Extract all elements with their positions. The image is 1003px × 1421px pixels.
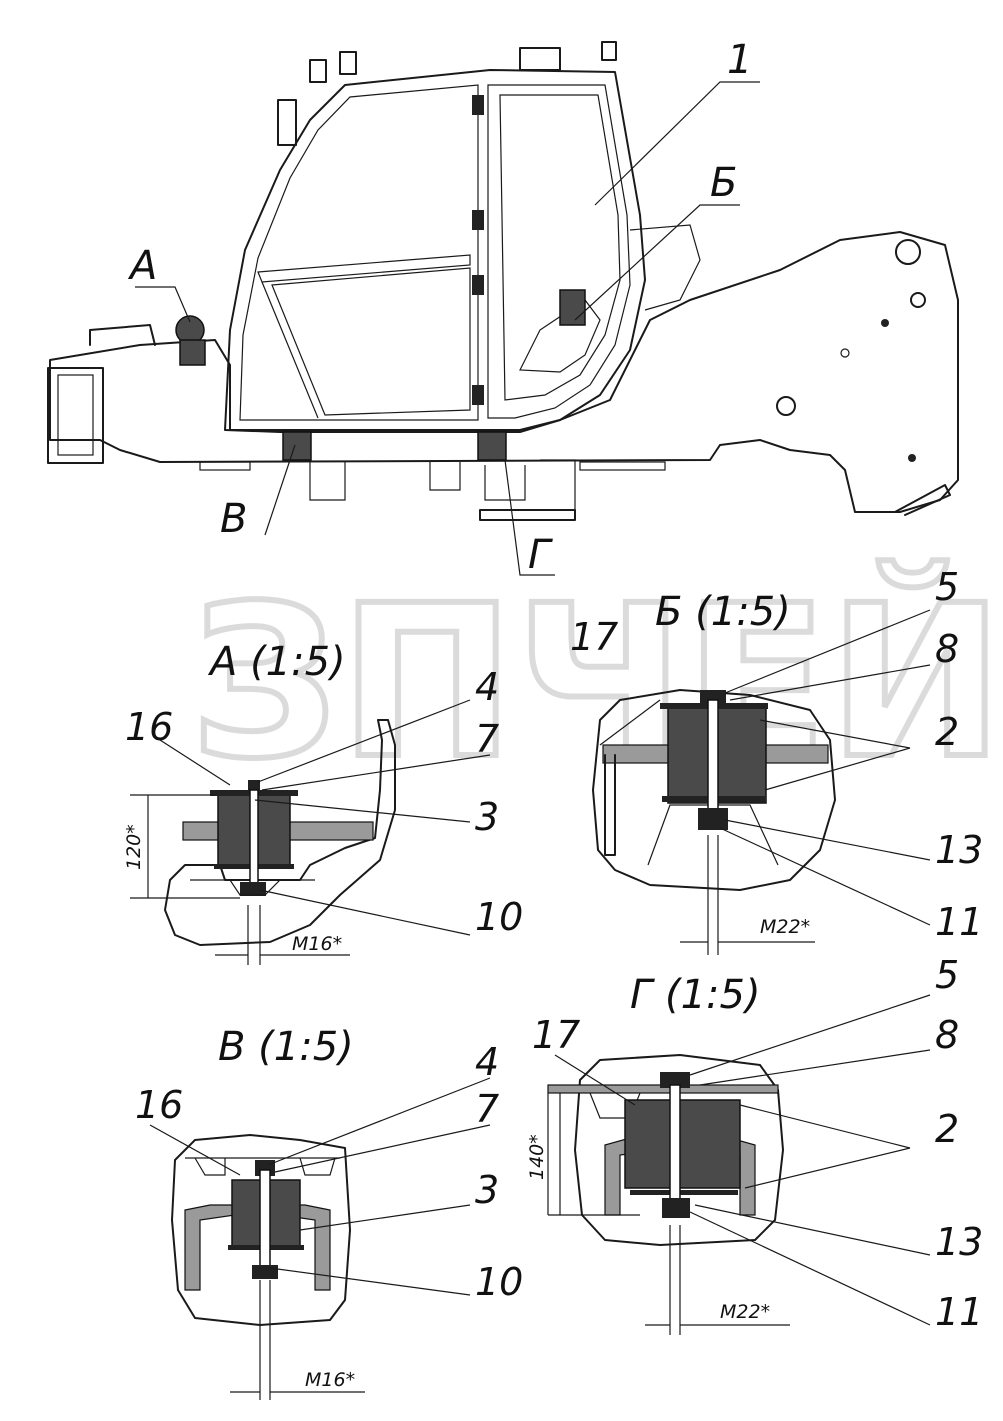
detail-A-label-10: 10	[475, 895, 523, 939]
detail-V-label-16: 16	[135, 1083, 183, 1127]
detail-G-title: Г (1:5)	[630, 972, 761, 1018]
detail-A-title: А (1:5)	[207, 639, 346, 685]
detail-G-label-13: 13	[935, 1220, 983, 1264]
detail-A-dim-thread: M16*	[292, 933, 342, 955]
detail-B-label-5: 5	[935, 565, 959, 609]
detail-A-drawing	[130, 699, 491, 965]
detail-A-label-4: 4	[475, 665, 499, 709]
detail-V-label-3: 3	[475, 1168, 499, 1212]
detail-G-label-2: 2	[935, 1107, 959, 1151]
detail-B-label-17: 17	[570, 615, 618, 659]
detail-B-dim-thread: M22*	[760, 916, 810, 938]
detail-V-drawing	[149, 1077, 491, 1400]
detail-G-dim-height: 140*	[526, 1134, 548, 1180]
detail-B-label-8: 8	[935, 627, 959, 671]
detail-G-label-17: 17	[532, 1013, 580, 1057]
detail-V-dim-thread: M16*	[305, 1369, 355, 1391]
label-view-B: Б	[710, 160, 737, 206]
detail-B-label-13: 13	[935, 828, 983, 872]
detail-A-label-7: 7	[475, 717, 499, 761]
detail-G-label-5: 5	[935, 953, 959, 997]
detail-B-label-2: 2	[935, 710, 959, 754]
detail-V-label-7: 7	[475, 1087, 499, 1131]
detail-A-label-16: 16	[125, 705, 173, 749]
label-view-A: А	[127, 243, 157, 289]
detail-G-label-8: 8	[935, 1013, 959, 1057]
detail-A-label-3: 3	[475, 795, 499, 839]
label-view-V: В	[220, 496, 247, 542]
label-view-G: Г	[528, 532, 553, 578]
detail-G-drawing	[547, 994, 931, 1335]
detail-V-label-4: 4	[475, 1040, 499, 1084]
detail-G-dim-thread: M22*	[720, 1301, 770, 1323]
detail-A-dim-height: 120*	[123, 824, 145, 870]
label-part-1: 1	[727, 37, 752, 83]
cab-assembly-view	[47, 41, 959, 576]
detail-B-label-11: 11	[935, 900, 983, 944]
detail-B-drawing	[592, 609, 931, 955]
detail-V-label-10: 10	[475, 1260, 523, 1304]
detail-B-title: Б (1:5)	[655, 589, 791, 635]
detail-V-title: В (1:5)	[218, 1024, 354, 1070]
detail-G-label-11: 11	[935, 1290, 983, 1334]
